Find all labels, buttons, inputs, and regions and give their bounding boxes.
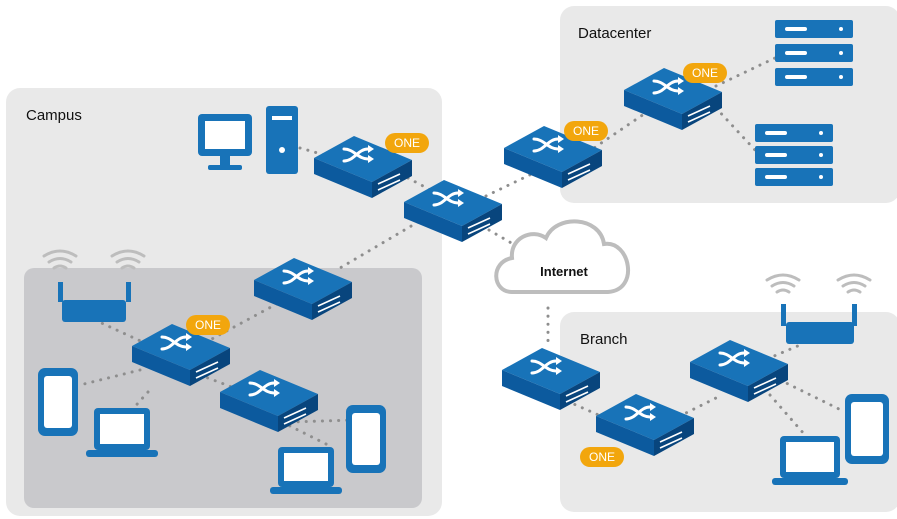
tablet-icon [38,368,78,436]
server-icon [775,20,853,86]
internet-cloud: Internet [494,219,631,294]
laptop-icon [772,436,848,485]
one-badge: ONE [580,447,624,467]
laptop-icon [86,408,158,457]
branch-label: Branch [580,331,628,348]
cloud-icon [494,219,631,294]
tablet-icon [845,394,889,464]
one-badge: ONE [564,121,608,141]
one-badge-label: ONE [692,66,718,80]
wireless-access-point-icon [765,273,872,344]
one-badge-label: ONE [394,136,420,150]
tablet-icon [346,405,386,473]
one-badge: ONE [186,315,230,335]
one-badge: ONE [385,133,429,153]
wireless-access-point-icon [42,249,146,322]
datacenter-label: Datacenter [578,25,651,42]
one-badge-label: ONE [195,318,221,332]
server-icon [755,124,833,186]
cloud-label: Internet [540,264,588,279]
desktop-computer-icon [198,106,298,174]
laptop-icon [270,447,342,494]
one-badge-label: ONE [573,124,599,138]
one-badge-label: ONE [589,450,615,464]
one-badge: ONE [683,63,727,83]
campus-label: Campus [26,107,82,124]
